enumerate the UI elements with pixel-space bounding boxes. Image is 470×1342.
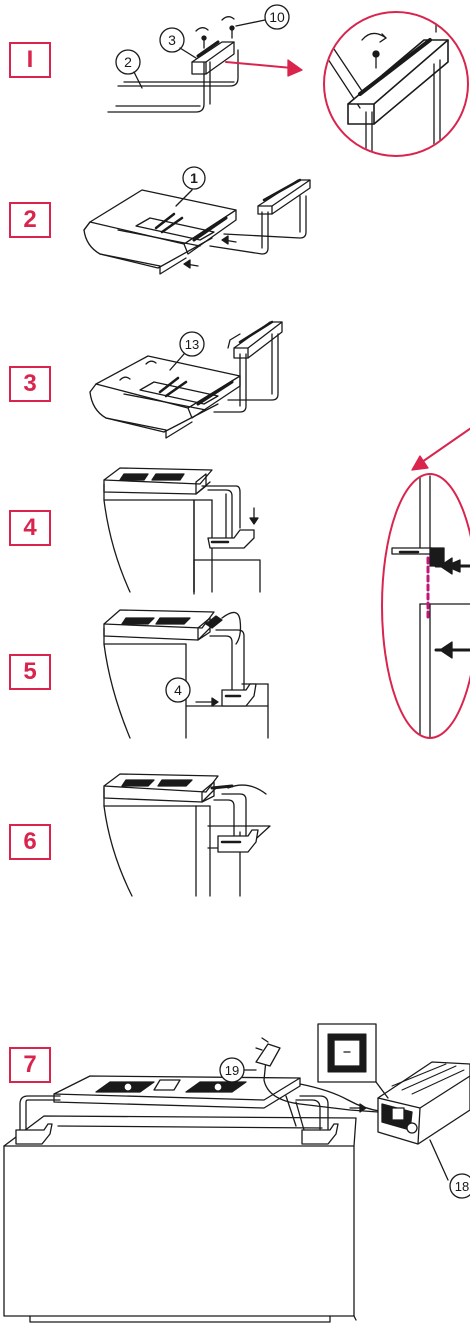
step-6-box: 6 <box>9 824 51 860</box>
step-1-label: I <box>26 46 34 73</box>
step-1-illustration: 10 3 2 <box>107 4 469 157</box>
step-7-box: 7 <box>9 1047 51 1083</box>
callout-18: 18 <box>455 1179 469 1194</box>
step-5-illustration: 4 <box>103 609 269 739</box>
step-5-label: 5 <box>23 658 37 685</box>
step-2-illustration: 1 <box>83 166 311 275</box>
step-4-illustration <box>103 467 261 595</box>
callout-2: 2 <box>124 54 132 70</box>
step-6-label: 6 <box>23 828 37 855</box>
callout-19: 19 <box>225 1063 239 1078</box>
step-5-box: 5 <box>9 654 51 690</box>
step-2-box: 2 <box>9 202 51 238</box>
callout-13: 13 <box>185 337 199 352</box>
callout-3: 3 <box>168 32 176 48</box>
step-2-label: 2 <box>23 206 37 233</box>
step-6-illustration <box>103 773 271 897</box>
step-3-label: 3 <box>23 370 37 397</box>
step-1-box: I <box>9 42 51 78</box>
callout-10: 10 <box>269 9 285 25</box>
callout-4: 4 <box>174 682 182 698</box>
step-4-label: 4 <box>23 514 37 541</box>
callout-1: 1 <box>190 170 198 186</box>
detail-oval <box>381 427 470 739</box>
step-4-box: 4 <box>9 510 51 546</box>
step-7-label: 7 <box>23 1051 37 1078</box>
step-3-illustration: 13 <box>89 320 283 439</box>
step-3-box: 3 <box>9 366 51 402</box>
step-7-illustration: 19 18 <box>3 1023 470 1323</box>
